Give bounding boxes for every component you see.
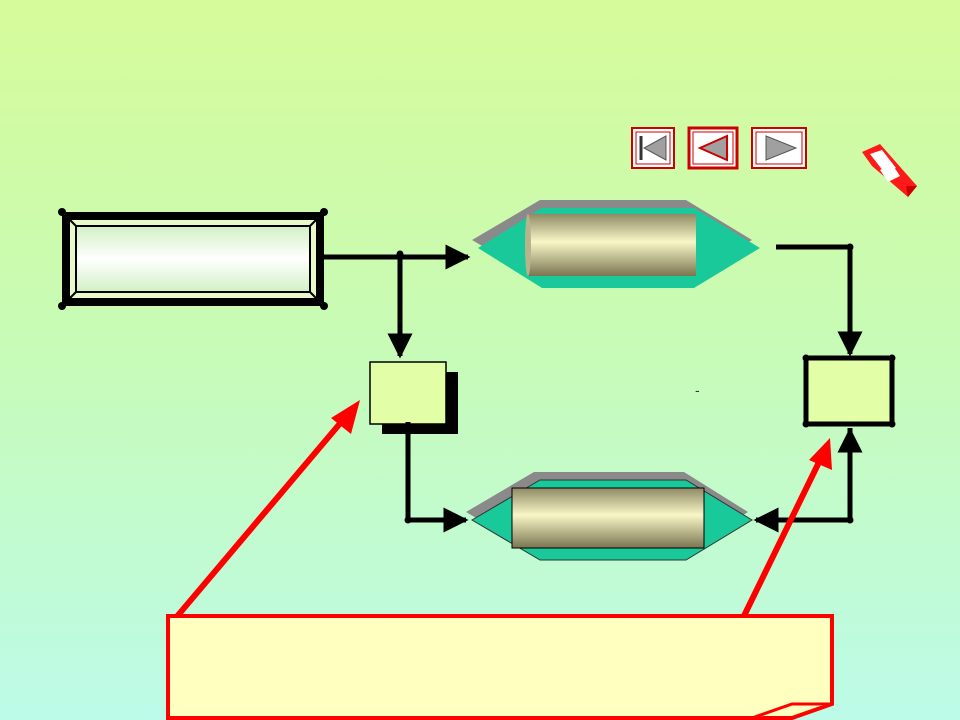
arrow-left-box-to-bottom [405,422,469,533]
connector-joints [396,243,854,524]
callout-arrows [171,400,832,622]
right-node-box [802,354,896,428]
nav-previous-button[interactable] [687,126,739,170]
callout-note [166,614,834,720]
bottom-process-hexagon [466,472,753,561]
arrow-top-to-right-box [776,244,863,357]
left-node-box [369,361,458,434]
top-process-hexagon [472,200,760,288]
arrow-right-box-to-bottom [753,428,853,533]
nav-next-button[interactable] [751,127,807,169]
stray-dash: - [695,382,700,398]
source-box [58,208,328,310]
nav-first-button[interactable] [631,127,675,169]
pencil-icon[interactable] [862,144,917,197]
